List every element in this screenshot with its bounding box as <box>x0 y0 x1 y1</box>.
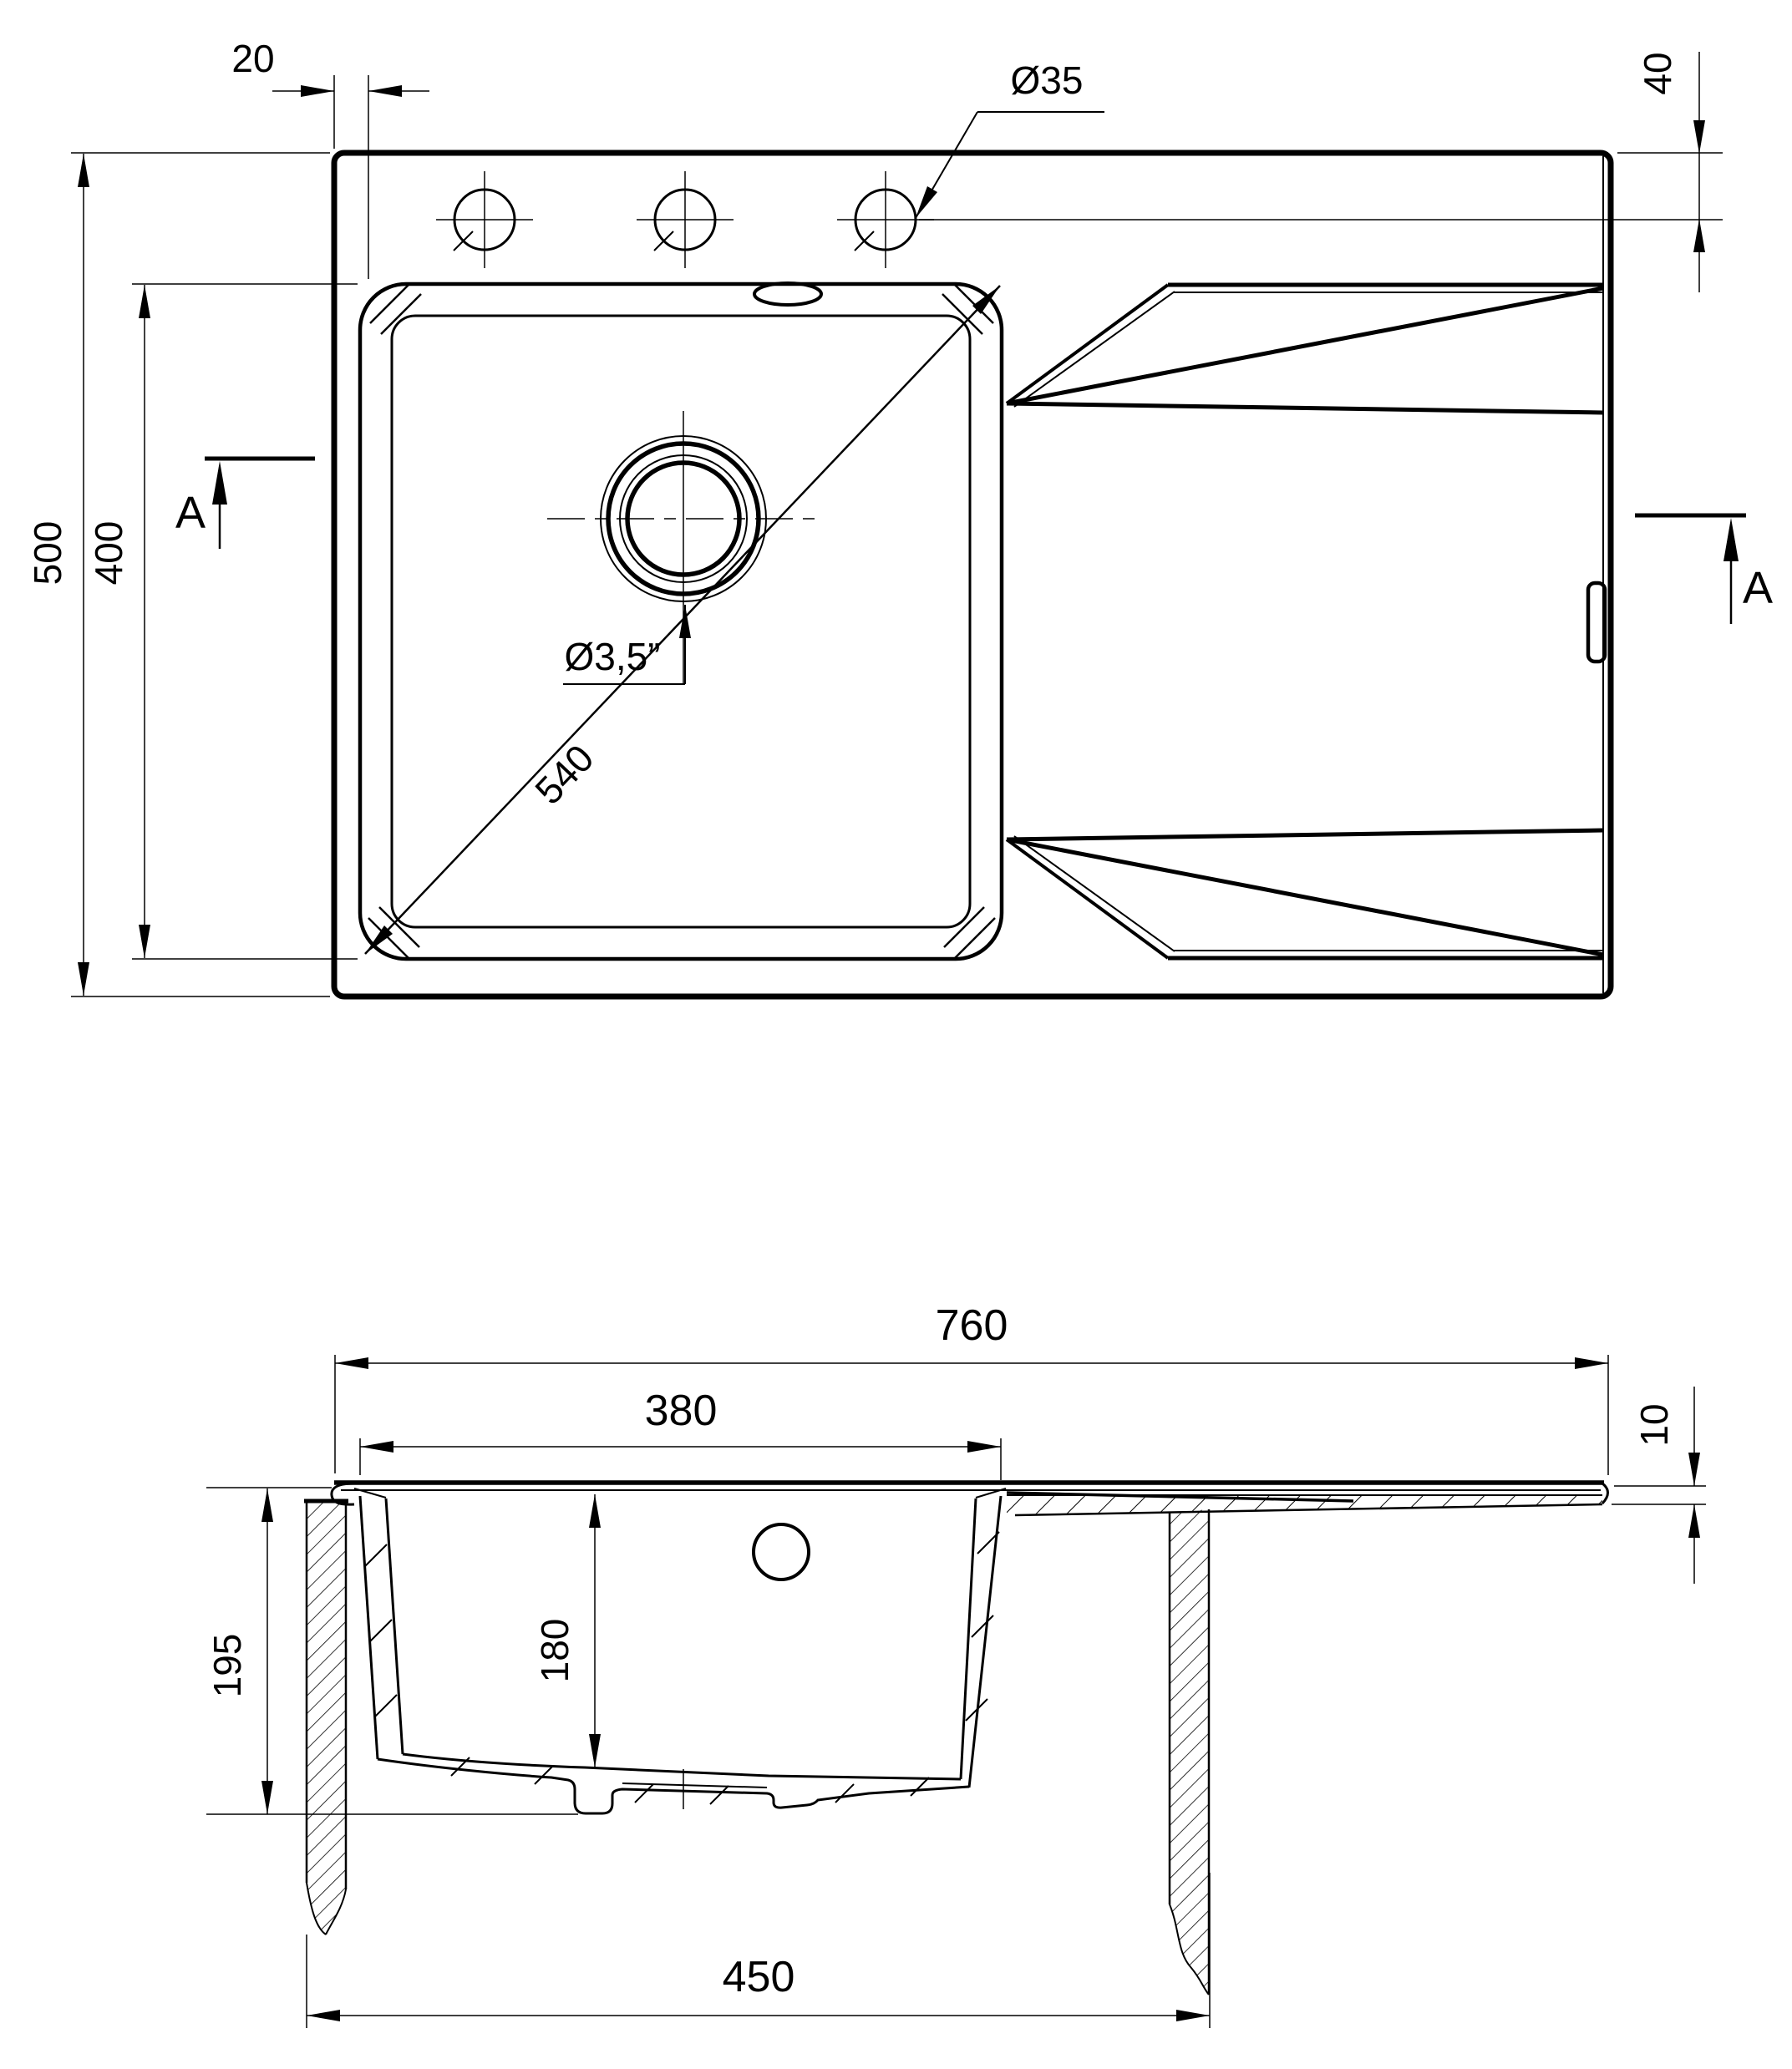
right-bullnose <box>1601 1482 1609 1505</box>
dim-195-label: 195 <box>206 1634 249 1698</box>
dim-hole-row-offset: 40 <box>919 52 1723 292</box>
arrowhead <box>589 1494 601 1528</box>
faucet-holes <box>436 171 934 268</box>
arrowhead <box>78 962 89 996</box>
section-marker-left: A <box>175 456 315 549</box>
dim-400-label: 400 <box>87 521 130 586</box>
bowl-left-inner <box>384 1498 404 1755</box>
dim-380-label: 380 <box>645 1387 718 1435</box>
bowl-bottom-outer <box>377 1757 970 1815</box>
section-a-right: A <box>1743 563 1773 613</box>
arrowhead <box>261 1781 273 1814</box>
arrowhead <box>368 85 402 97</box>
bowl-right-inner <box>959 1498 977 1780</box>
faucet-hole-2 <box>637 171 734 268</box>
dim-depth-outer: 195 <box>206 1487 578 1815</box>
arrowhead <box>365 925 393 954</box>
dim-edge-thickness: 10 <box>1612 1387 1706 1584</box>
arrowhead <box>1693 120 1705 154</box>
arrowhead <box>1688 1453 1700 1486</box>
right-leg-hatch <box>1170 1509 1209 1995</box>
dim-500-label: 500 <box>26 521 69 586</box>
arrowhead <box>1723 518 1739 561</box>
faucet-hole-3 <box>837 171 934 268</box>
bowl-left-outer <box>358 1495 379 1760</box>
dim-180-label: 180 <box>533 1619 576 1683</box>
arrowhead <box>679 605 691 638</box>
section-view: 760 380 10 195 <box>206 1301 1706 2028</box>
wall-hatch-ticks <box>364 1531 1000 1805</box>
dim-540-label: 540 <box>526 736 602 812</box>
arrowhead <box>301 85 334 97</box>
arrowhead <box>972 286 1000 314</box>
dim-support-span: 450 <box>306 1873 1211 2028</box>
overflow-hole-section <box>752 1523 810 1581</box>
faucet-hole-1 <box>436 171 533 268</box>
arrowhead <box>139 285 150 318</box>
section-marker-right: A <box>1635 513 1773 624</box>
arrowhead <box>335 1357 368 1369</box>
dim-40-label: 40 <box>1636 52 1679 94</box>
overflow-notch <box>753 281 823 307</box>
dim-drain-label: Ø3,5” <box>564 635 660 678</box>
arrowhead <box>916 186 937 218</box>
dim-20-label: 20 <box>231 37 274 80</box>
slab-underside <box>1014 1503 1603 1517</box>
top-view: 540 20 Ø35 40 <box>26 37 1773 1000</box>
sink-outline <box>331 150 1614 1000</box>
arrowhead <box>1693 219 1705 252</box>
arrowhead <box>212 461 227 505</box>
right-leg-section <box>1168 1509 1211 1995</box>
arrowhead <box>1176 2010 1210 2021</box>
bowl-rim-inner <box>390 314 972 929</box>
arrowhead <box>261 1488 273 1522</box>
dim-o35-label: Ø35 <box>1011 58 1084 102</box>
dim-overall-width: 760 <box>334 1301 1609 1475</box>
left-wall-hatch <box>307 1502 346 1935</box>
arrowhead <box>967 1441 1001 1453</box>
leader-hole-diameter: Ø35 <box>915 58 1104 219</box>
arrowhead <box>589 1734 601 1767</box>
left-wall-section <box>304 1499 348 1935</box>
dim-760-label: 760 <box>936 1301 1008 1350</box>
slab-section <box>1006 1491 1603 1517</box>
dim-depth-inner: 180 <box>533 1494 601 1767</box>
bowl-section <box>353 1488 1007 1815</box>
arrowhead <box>139 925 150 958</box>
bowl-bottom-inner <box>402 1752 962 1781</box>
section-a-left: A <box>175 488 206 538</box>
dim-450-label: 450 <box>723 1953 795 2001</box>
arrowhead <box>1688 1504 1700 1538</box>
arrowhead <box>307 2010 340 2021</box>
arrowhead <box>1575 1357 1608 1369</box>
dim-bowl-width: 380 <box>359 1387 1002 1480</box>
bowl-cutout <box>358 281 1004 961</box>
dim-overall-depth: 500 <box>26 152 330 997</box>
drain <box>547 411 823 683</box>
dim-10-label: 10 <box>1632 1403 1676 1446</box>
right-edge-tab <box>1586 581 1607 664</box>
dim-bowl-cutout-depth: 400 <box>87 283 358 960</box>
drainboard <box>1005 282 1604 961</box>
bowl-right-outer <box>967 1495 1003 1788</box>
slab-hatch <box>1007 1496 1602 1514</box>
bowl-rim-outer <box>358 281 1004 961</box>
arrowhead <box>360 1441 393 1453</box>
arrowhead <box>78 154 89 187</box>
dim-rim-offset: 20 <box>231 37 429 279</box>
leader-drain-diameter: Ø3,5” <box>563 605 691 685</box>
